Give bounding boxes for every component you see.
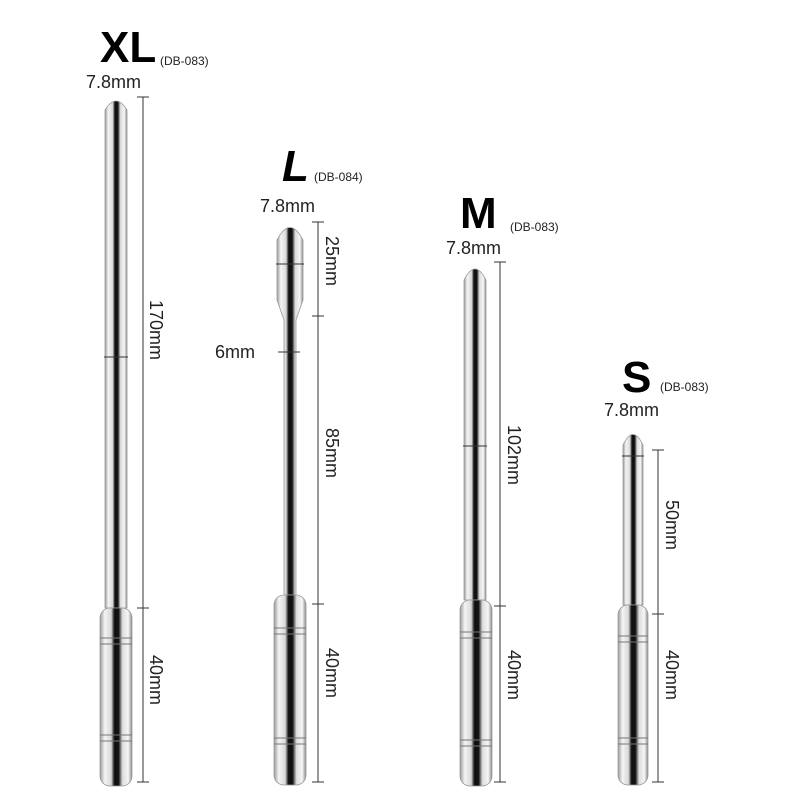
head-width-m: 7.8mm bbox=[446, 238, 502, 258]
model-label-m: (DB-083) bbox=[510, 220, 559, 234]
dim-s-shaft: 50mm bbox=[662, 500, 682, 551]
model-label-l: (DB-084) bbox=[314, 170, 363, 184]
head-width-s: 7.8mm bbox=[604, 400, 660, 420]
size-label-l: L bbox=[282, 142, 309, 191]
dim-s-handle: 40mm bbox=[662, 650, 682, 701]
shaft-width-l: 6mm bbox=[215, 342, 255, 362]
rod-m bbox=[459, 261, 506, 787]
model-label-xl: (DB-083) bbox=[160, 54, 209, 68]
dim-xl-shaft: 170mm bbox=[146, 300, 166, 361]
size-label-m: M bbox=[460, 189, 497, 238]
rod-l bbox=[273, 221, 324, 786]
dim-l-head: 25mm bbox=[322, 236, 342, 287]
dim-l-shaft: 85mm bbox=[322, 428, 342, 479]
size-label-s: S bbox=[622, 353, 652, 402]
dim-xl-handle: 40mm bbox=[146, 655, 166, 706]
dim-m-handle: 40mm bbox=[504, 650, 524, 701]
model-label-s: (DB-083) bbox=[660, 380, 709, 394]
size-label-xl: XL bbox=[100, 23, 157, 72]
head-width-l: 7.8mm bbox=[260, 196, 316, 216]
rod-s bbox=[617, 434, 664, 786]
dim-m-shaft: 102mm bbox=[504, 425, 524, 486]
dim-l-handle: 40mm bbox=[322, 648, 342, 699]
head-width-xl: 7.8mm bbox=[86, 72, 142, 92]
rod-xl bbox=[99, 96, 149, 787]
